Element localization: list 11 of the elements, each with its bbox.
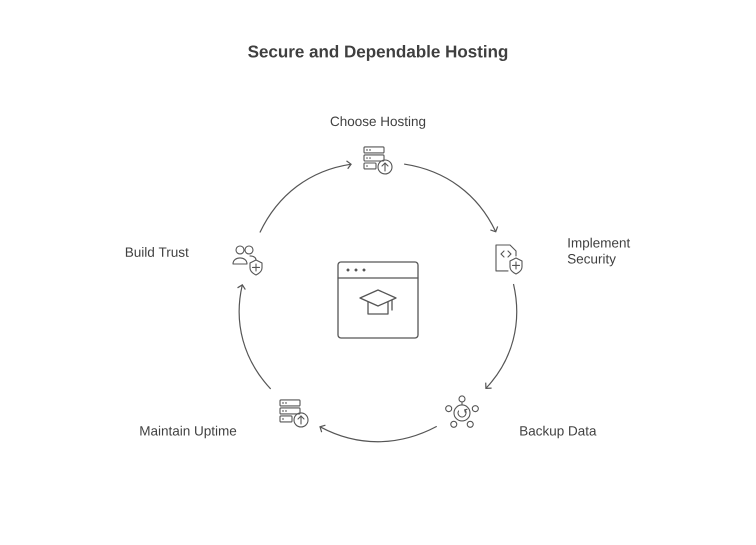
title: Secure and Dependable Hosting — [248, 45, 508, 61]
arrow — [404, 163, 498, 233]
arrow — [319, 424, 437, 442]
step-label: Build Trust — [126, 247, 189, 257]
arrow — [259, 160, 352, 233]
step-label: Implement Security — [568, 238, 630, 266]
step-label: Backup Data — [520, 426, 596, 438]
step-label: Choose Hosting — [330, 116, 426, 129]
step-label: Maintain Uptime — [140, 426, 236, 438]
arrow — [485, 284, 518, 389]
arrow — [237, 284, 272, 390]
